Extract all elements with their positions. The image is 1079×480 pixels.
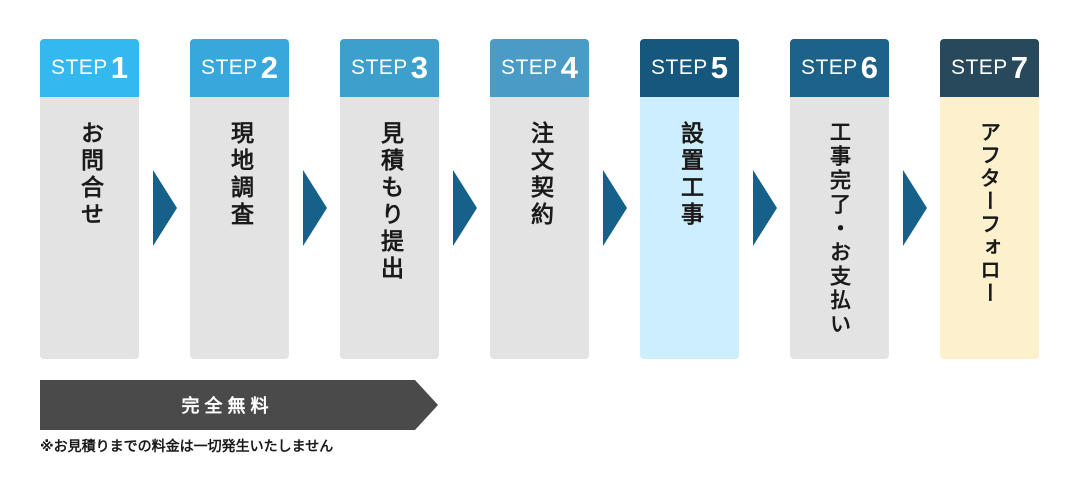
step-3-number: 3 bbox=[410, 50, 429, 85]
step-5-number: 5 bbox=[710, 50, 729, 85]
step-1-label: お問合せ bbox=[76, 121, 103, 229]
arrow-right-icon bbox=[603, 170, 627, 246]
step-6-word: STEP bbox=[800, 56, 858, 79]
step-4-number: 4 bbox=[560, 50, 579, 85]
step-2-label: 現地調査 bbox=[226, 121, 253, 229]
step-3-body: 見積もり提出 bbox=[340, 97, 439, 359]
free-banner: 完全無料 bbox=[40, 380, 438, 430]
step-1-number: 1 bbox=[110, 50, 129, 85]
step-7-label: アフターフォロー bbox=[977, 121, 1002, 305]
arrow-right-icon bbox=[453, 170, 477, 246]
footnote: ※お見積りまでの料金は一切発生いたしません bbox=[40, 439, 334, 455]
step-3-word: STEP bbox=[350, 56, 408, 79]
step-4-label: 注文契約 bbox=[526, 121, 553, 229]
step-4-word: STEP bbox=[500, 56, 558, 79]
step-7-number: 7 bbox=[1010, 50, 1029, 85]
step-7-body: アフターフォロー bbox=[940, 97, 1039, 359]
step-5-body: 設置工事 bbox=[640, 97, 739, 359]
step-5-label: 設置工事 bbox=[676, 121, 703, 229]
arrow-right-icon bbox=[303, 170, 327, 246]
arrow-right-icon bbox=[903, 170, 927, 246]
step-6-label: 工事完了・お支払い bbox=[827, 121, 852, 337]
step-2-word: STEP bbox=[200, 56, 258, 79]
step-2-number: 2 bbox=[260, 50, 279, 85]
free-banner-arrow bbox=[40, 380, 438, 430]
free-label: 完全無料 bbox=[181, 396, 274, 417]
step-6-body: 工事完了・お支払い bbox=[790, 97, 889, 359]
step-4-body: 注文契約 bbox=[490, 97, 589, 359]
step-5-word: STEP bbox=[650, 56, 708, 79]
arrow-right-icon bbox=[153, 170, 177, 246]
step-7-word: STEP bbox=[950, 56, 1008, 79]
arrow-right-icon bbox=[753, 170, 777, 246]
step-3-label: 見積もり提出 bbox=[376, 121, 403, 283]
step-6-number: 6 bbox=[860, 50, 879, 85]
step-1-body: お問合せ bbox=[40, 97, 139, 359]
free-banner-shape bbox=[40, 380, 438, 430]
step-1-word: STEP bbox=[50, 56, 108, 79]
step-2-body: 現地調査 bbox=[190, 97, 289, 359]
